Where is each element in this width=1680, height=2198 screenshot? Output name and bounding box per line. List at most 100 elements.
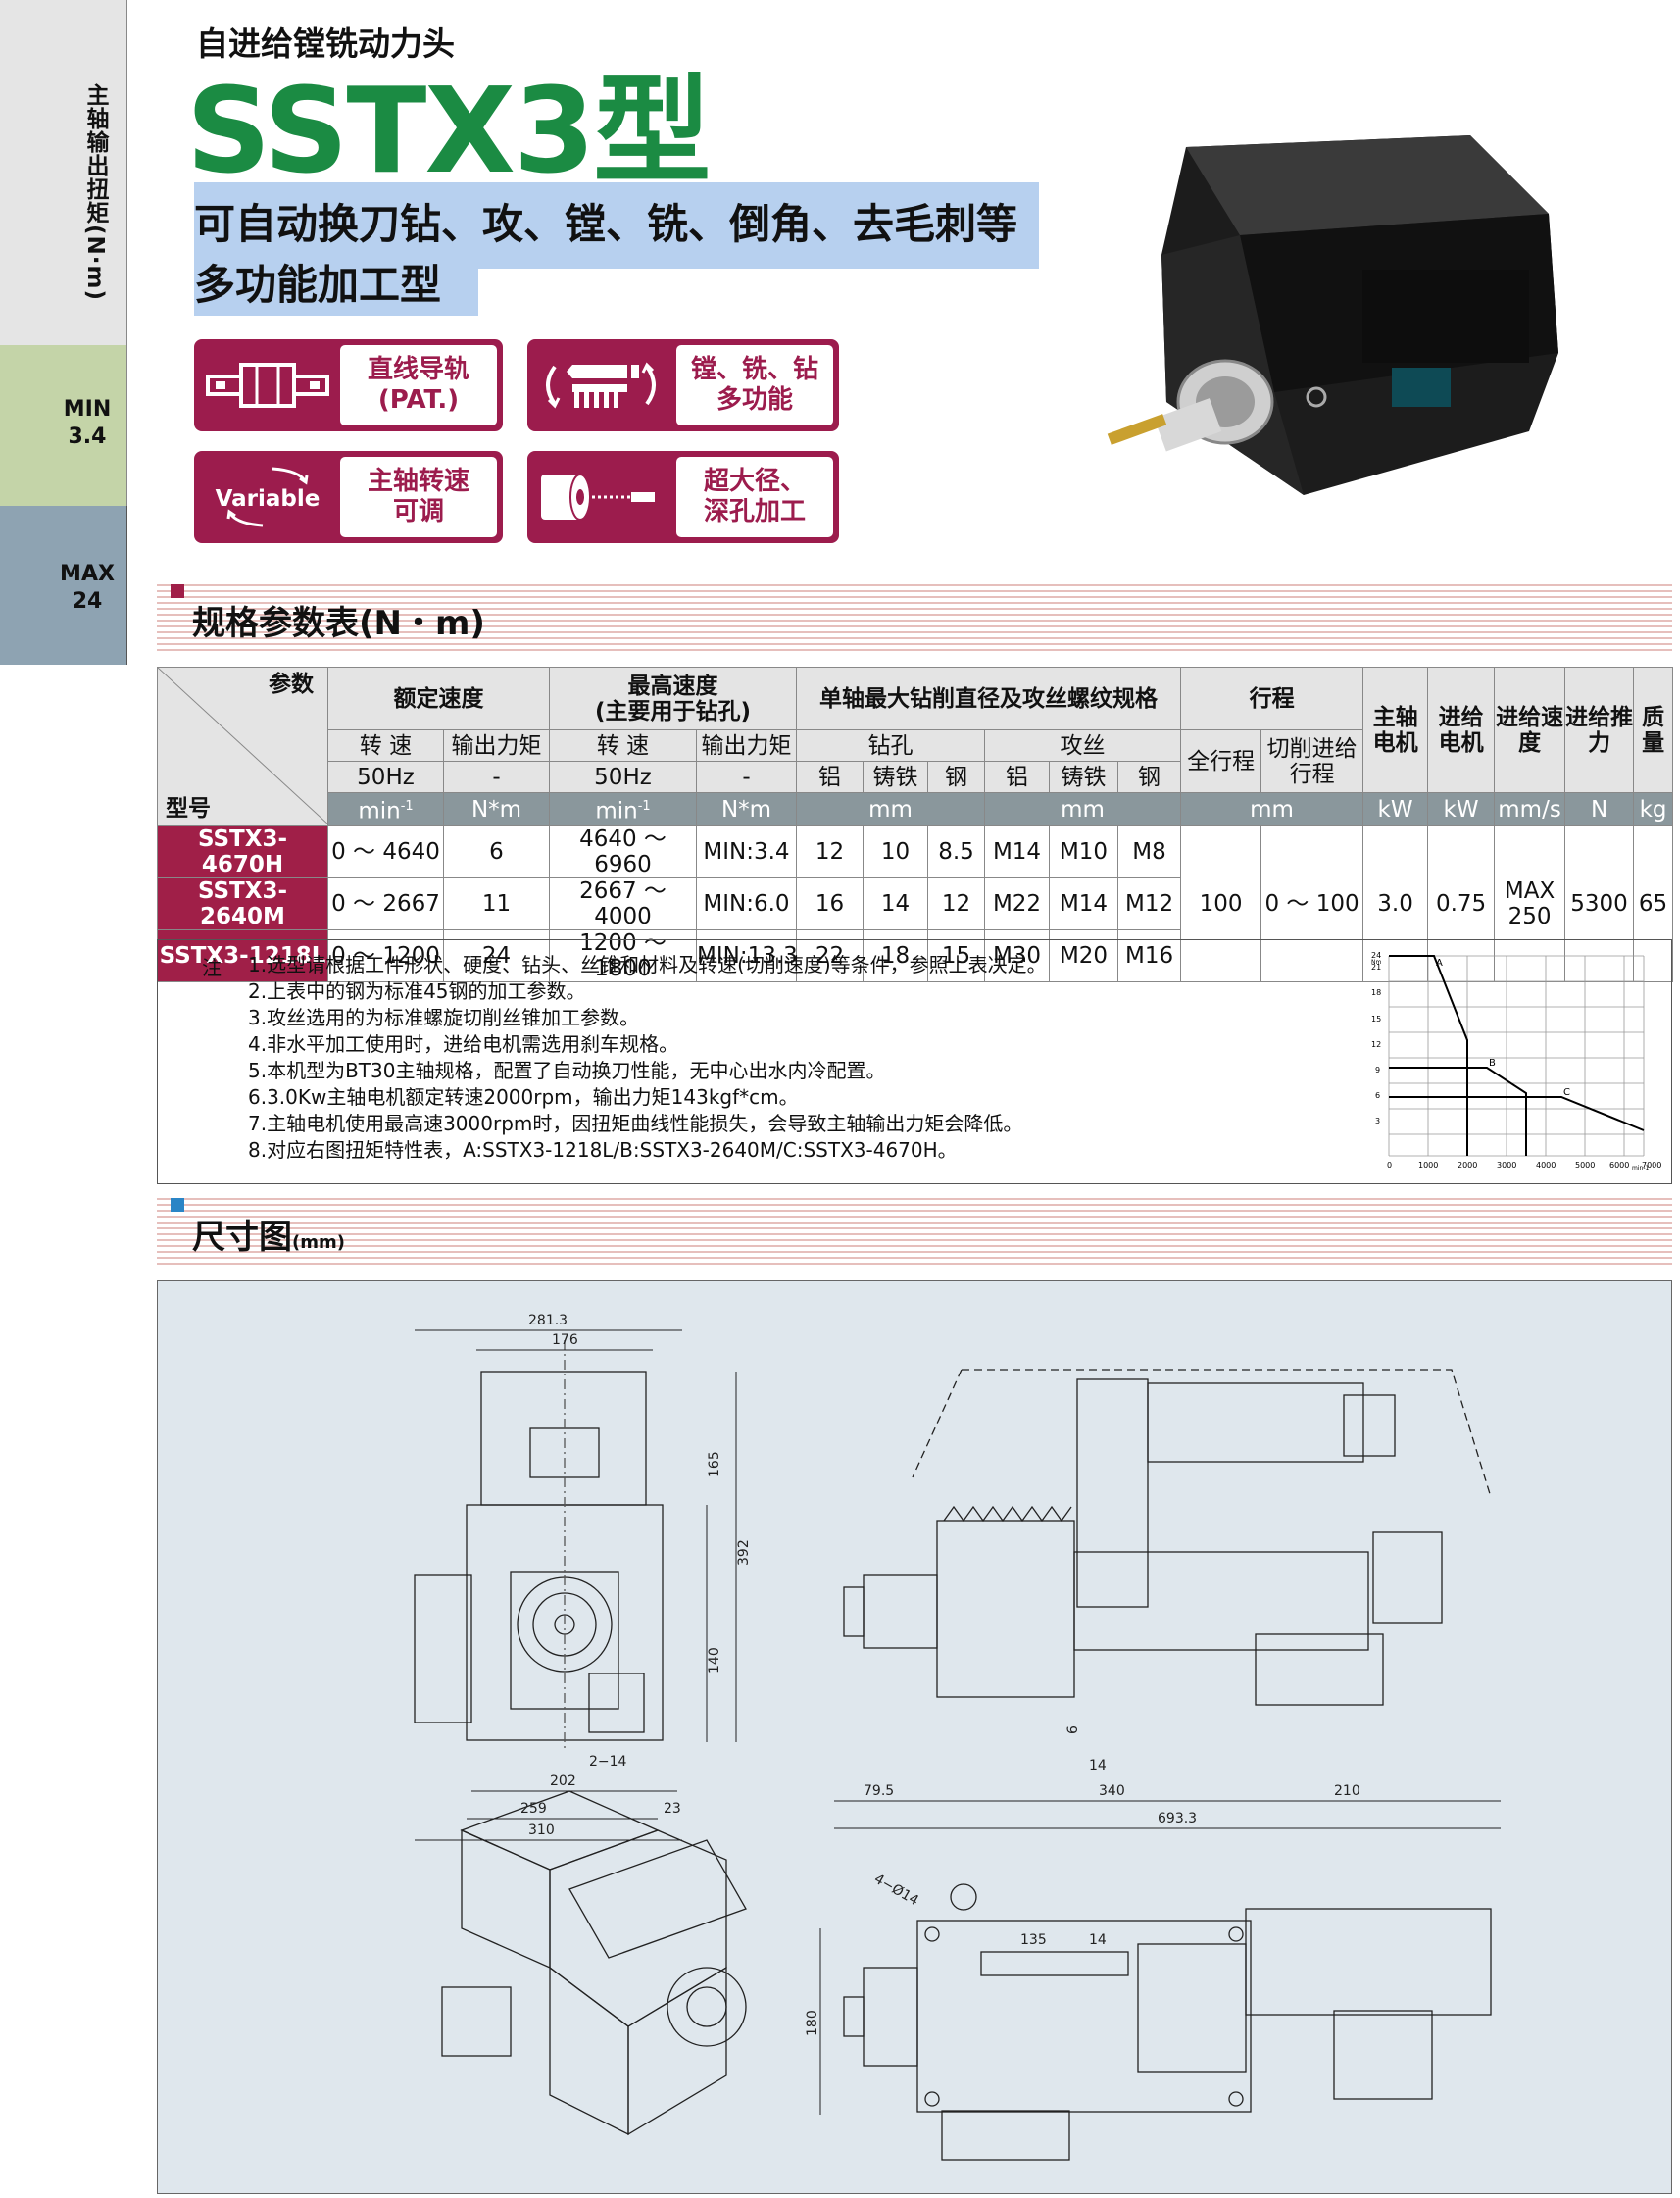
unit-mm: mm: [983, 792, 1182, 826]
curve-c: [1389, 1096, 1645, 1131]
sidebar-label: 主轴输出扭矩(N·m): [82, 83, 108, 301]
svg-text:A: A: [1436, 958, 1443, 969]
unit-mm: mm: [796, 792, 985, 826]
svg-text:7000: 7000: [1642, 1161, 1661, 1170]
col-full-stroke: 全行程: [1180, 729, 1262, 793]
svg-text:9: 9: [1375, 1066, 1380, 1074]
spec-table: 参数 型号 额定速度 最高速度(主要用于钻孔) 单轴最大钻削直径及攻丝螺纹规格 …: [157, 667, 1674, 982]
svg-text:79.5: 79.5: [864, 1783, 894, 1799]
col-speed: 转 速: [549, 729, 697, 762]
sidebar-min-label: MIN: [63, 397, 112, 422]
chart-grid: [1388, 955, 1645, 1157]
mass-header: 质量: [1633, 667, 1674, 793]
svg-text:0: 0: [1387, 1161, 1392, 1170]
unit-kw: kW: [1362, 792, 1429, 826]
variable-speed-icon: Variable: [216, 467, 321, 527]
sidebar-max-tab: MAX 24: [0, 506, 127, 665]
unit-kw: kW: [1427, 792, 1496, 826]
section-marker: [171, 584, 184, 598]
cell-st: 钢: [927, 761, 985, 793]
svg-text:14: 14: [1089, 1758, 1107, 1773]
max-speed-header: 最高速度(主要用于钻孔): [549, 667, 797, 730]
svg-text:693.3: 693.3: [1158, 1811, 1197, 1826]
sidebar-max-value: 24: [72, 589, 103, 614]
feature-badge-deep-hole: 超大径、深孔加工: [527, 451, 839, 543]
svg-text:392: 392: [736, 1539, 752, 1566]
feature-badge-linear-guide: 直线导轨(PAT.): [194, 339, 503, 431]
model-cell: SSTX3-2640M: [157, 877, 328, 930]
cell-hz: 50Hz: [549, 761, 697, 793]
col-tap: 攻丝: [983, 729, 1182, 762]
spec-section-title: 规格参数表(N・m): [192, 604, 485, 643]
svg-text:6: 6: [1375, 1091, 1380, 1100]
svg-text:6: 6: [1065, 1725, 1081, 1734]
note-item: 3.攻丝选用的为标准螺旋切削丝锥加工参数。: [248, 1006, 640, 1029]
description-line2: 多功能加工型: [194, 261, 442, 309]
spindle-motor-header: 主轴电机: [1362, 667, 1429, 793]
deep-hole-icon: [541, 474, 655, 521]
note-item: 6.3.0Kw主轴电机额定转速2000rpm，输出力矩143kgf*cm。: [248, 1085, 799, 1109]
param-header: 参数: [269, 672, 314, 697]
svg-text:6000: 6000: [1609, 1161, 1629, 1170]
isometric-view: [441, 1790, 747, 2136]
cell-ci: 铸铁: [863, 761, 928, 793]
unit-min: min-1: [327, 792, 444, 826]
svg-text:202: 202: [550, 1773, 576, 1789]
svg-text:4000: 4000: [1536, 1161, 1556, 1170]
svg-text:14: 14: [1089, 1932, 1107, 1948]
notes-box: 注 1.选型请根据工件形状、硬度、钻头、丝锥和材料及转速(切削速度)等条件，参照…: [157, 939, 1672, 1184]
svg-text:B: B: [1489, 1058, 1496, 1069]
spec-section-header: 规格参数表(N・m): [157, 584, 1672, 655]
unit-nm: N*m: [443, 792, 550, 826]
svg-text:Variable: Variable: [216, 486, 321, 512]
curve-b: [1389, 1067, 1527, 1156]
svg-text:135: 135: [1020, 1932, 1047, 1948]
linear-guide-icon: [206, 363, 329, 408]
note-item: 7.主轴电机使用最高速3000rpm时，因扭矩曲线性能损失，会导致主轴输出力矩会…: [248, 1112, 1023, 1135]
notes-label: 注: [202, 956, 222, 979]
unit-mms: mm/s: [1494, 792, 1566, 826]
svg-text:15: 15: [1371, 1015, 1381, 1024]
cell-st: 钢: [1116, 761, 1182, 793]
cut-stroke-value: 0 ～ 100: [1260, 825, 1364, 982]
dim-section-header: 尺寸图(mm): [157, 1198, 1672, 1269]
sidebar-torque-tab: [0, 0, 127, 345]
svg-text:18: 18: [1371, 988, 1381, 997]
notes-list: 1.选型请根据工件形状、硬度、钻头、丝锥和材料及转速(切削速度)等条件，参照上表…: [248, 952, 1047, 1164]
note-item: 5.本机型为BT30主轴规格，配置了自动换刀性能，无中心出水内冷配置。: [248, 1059, 886, 1082]
unit-n: N: [1564, 792, 1635, 826]
svg-text:180: 180: [805, 2010, 820, 2036]
svg-text:1000: 1000: [1418, 1161, 1438, 1170]
svg-text:259: 259: [520, 1801, 547, 1817]
product-photo: [1107, 135, 1558, 495]
model-title: SSTX3型: [186, 64, 711, 200]
cell-al: 铝: [984, 761, 1050, 793]
torque-chart: 24 21 18 15 12 9 6 3 Nm 0 1000 2000 3000…: [1371, 951, 1661, 1172]
model-header: 型号: [166, 796, 211, 822]
svg-text:min-1: min-1: [1632, 1165, 1649, 1172]
svg-text:3000: 3000: [1497, 1161, 1516, 1170]
svg-text:176: 176: [552, 1332, 578, 1348]
svg-text:Nm: Nm: [1371, 959, 1381, 966]
note-item: 4.非水平加工使用时，进给电机需选用刹车规格。: [248, 1032, 679, 1056]
svg-text:210: 210: [1334, 1783, 1360, 1799]
sidebar-min-value: 3.4: [68, 425, 107, 449]
stroke-header: 行程: [1180, 667, 1364, 730]
model-cell: SSTX3-1218L: [157, 929, 328, 982]
cell-ci: 铸铁: [1049, 761, 1118, 793]
note-item: 8.对应右图扭矩特性表，A:SSTX3-1218L/B:SSTX3-2640M/…: [248, 1138, 958, 1162]
side-view: [843, 1369, 1492, 1706]
sidebar-max-label: MAX: [60, 562, 115, 586]
front-view: [414, 1340, 664, 1752]
feature-badge-variable-speed: Variable 主轴转速可调: [194, 451, 503, 543]
full-stroke-value: 100: [1180, 825, 1262, 982]
svg-text:310: 310: [528, 1823, 555, 1838]
svg-text:24: 24: [1371, 951, 1381, 960]
svg-text:3: 3: [1375, 1117, 1380, 1125]
svg-text:2000: 2000: [1458, 1161, 1477, 1170]
feature-label: 镗、铣、钻多功能: [676, 345, 833, 425]
unit-mm: mm: [1180, 792, 1364, 826]
